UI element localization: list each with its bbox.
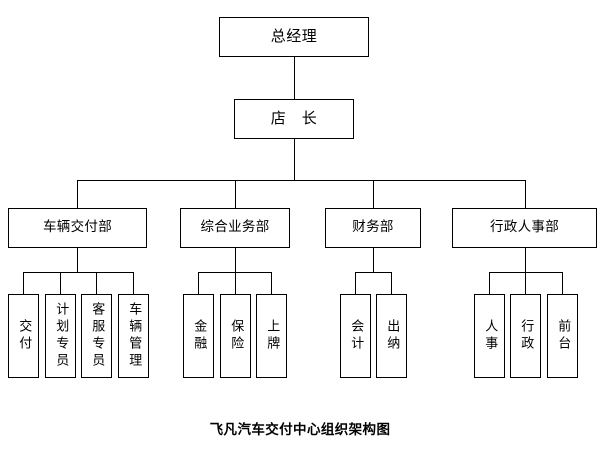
chart-caption: 飞凡汽车交付中心组织架构图 (209, 422, 391, 438)
node-store-manager[interactable]: 店 长 (234, 99, 354, 139)
connector-dept-2-stem (235, 248, 236, 272)
node-leaf-insurance-label: 保险 (228, 319, 244, 353)
connector-dept-4-child-2 (525, 272, 526, 294)
connector-dept-1-child-2 (60, 272, 61, 294)
node-leaf-financing-label: 金融 (191, 319, 207, 353)
node-leaf-human-resources-label: 人事 (482, 319, 498, 353)
node-leaf-licensing[interactable]: 上牌 (256, 294, 287, 378)
node-department-general-business[interactable]: 综合业务部 (180, 208, 290, 248)
node-leaf-vehicle-management-label: 车辆管理 (126, 302, 142, 370)
node-leaf-planning-specialist-label: 计划专员 (53, 302, 69, 370)
node-leaf-accounting[interactable]: 会计 (340, 294, 371, 378)
node-leaf-cashier[interactable]: 出纳 (376, 294, 407, 378)
node-leaf-delivery-label: 交付 (16, 319, 32, 353)
node-leaf-delivery[interactable]: 交付 (8, 294, 39, 378)
node-leaf-cashier-label: 出纳 (384, 319, 400, 353)
node-department-admin-hr[interactable]: 行政人事部 (452, 208, 597, 248)
connector-dept-3-child-1 (355, 272, 356, 294)
node-store-manager-label: 店 长 (270, 109, 318, 128)
connector-dept-1-stem (77, 248, 78, 272)
node-leaf-financing[interactable]: 金融 (183, 294, 214, 378)
node-leaf-customer-service-specialist-label: 客服专员 (89, 302, 105, 370)
connector-dept-2-child-1 (198, 272, 199, 294)
node-leaf-insurance[interactable]: 保险 (220, 294, 251, 378)
connector-dept-2-child-2 (235, 272, 236, 294)
connector-dept-3-child-2 (391, 272, 392, 294)
connector-bus-to-dept-4 (525, 180, 526, 208)
node-leaf-front-desk-label: 前台 (555, 319, 571, 353)
connector-gm-to-manager (294, 57, 295, 99)
node-leaf-planning-specialist[interactable]: 计划专员 (45, 294, 76, 378)
node-general-manager-label: 总经理 (270, 27, 318, 46)
sub-bus-dept-3 (355, 272, 392, 273)
node-leaf-customer-service-specialist[interactable]: 客服专员 (81, 294, 112, 378)
node-leaf-administration[interactable]: 行政 (510, 294, 541, 378)
connector-dept-4-stem (525, 248, 526, 272)
node-department-vehicle-delivery-label: 车辆交付部 (43, 219, 112, 236)
node-leaf-administration-label: 行政 (518, 319, 534, 353)
connector-manager-to-bus (294, 139, 295, 181)
node-leaf-front-desk[interactable]: 前台 (547, 294, 578, 378)
connector-bus-to-dept-2 (235, 180, 236, 208)
connector-dept-1-child-3 (96, 272, 97, 294)
node-department-admin-hr-label: 行政人事部 (490, 219, 559, 236)
node-department-general-business-label: 综合业务部 (200, 219, 270, 236)
node-general-manager[interactable]: 总经理 (219, 17, 369, 57)
connector-dept-3-stem (373, 248, 374, 272)
node-department-finance[interactable]: 财务部 (325, 208, 421, 248)
connector-bus-to-dept-1 (77, 180, 78, 208)
node-leaf-licensing-label: 上牌 (264, 319, 280, 353)
department-bus (77, 180, 526, 181)
node-leaf-accounting-label: 会计 (348, 319, 364, 353)
node-department-vehicle-delivery[interactable]: 车辆交付部 (8, 208, 147, 248)
node-leaf-vehicle-management[interactable]: 车辆管理 (118, 294, 149, 378)
sub-bus-dept-1 (23, 272, 133, 273)
connector-dept-2-child-3 (271, 272, 272, 294)
node-department-finance-label: 财务部 (352, 219, 394, 236)
connector-dept-1-child-4 (133, 272, 134, 294)
connector-dept-1-child-1 (23, 272, 24, 294)
sub-bus-dept-2 (198, 272, 271, 273)
connector-dept-4-child-3 (562, 272, 563, 294)
node-leaf-human-resources[interactable]: 人事 (474, 294, 505, 378)
connector-bus-to-dept-3 (373, 180, 374, 208)
connector-dept-4-child-1 (489, 272, 490, 294)
